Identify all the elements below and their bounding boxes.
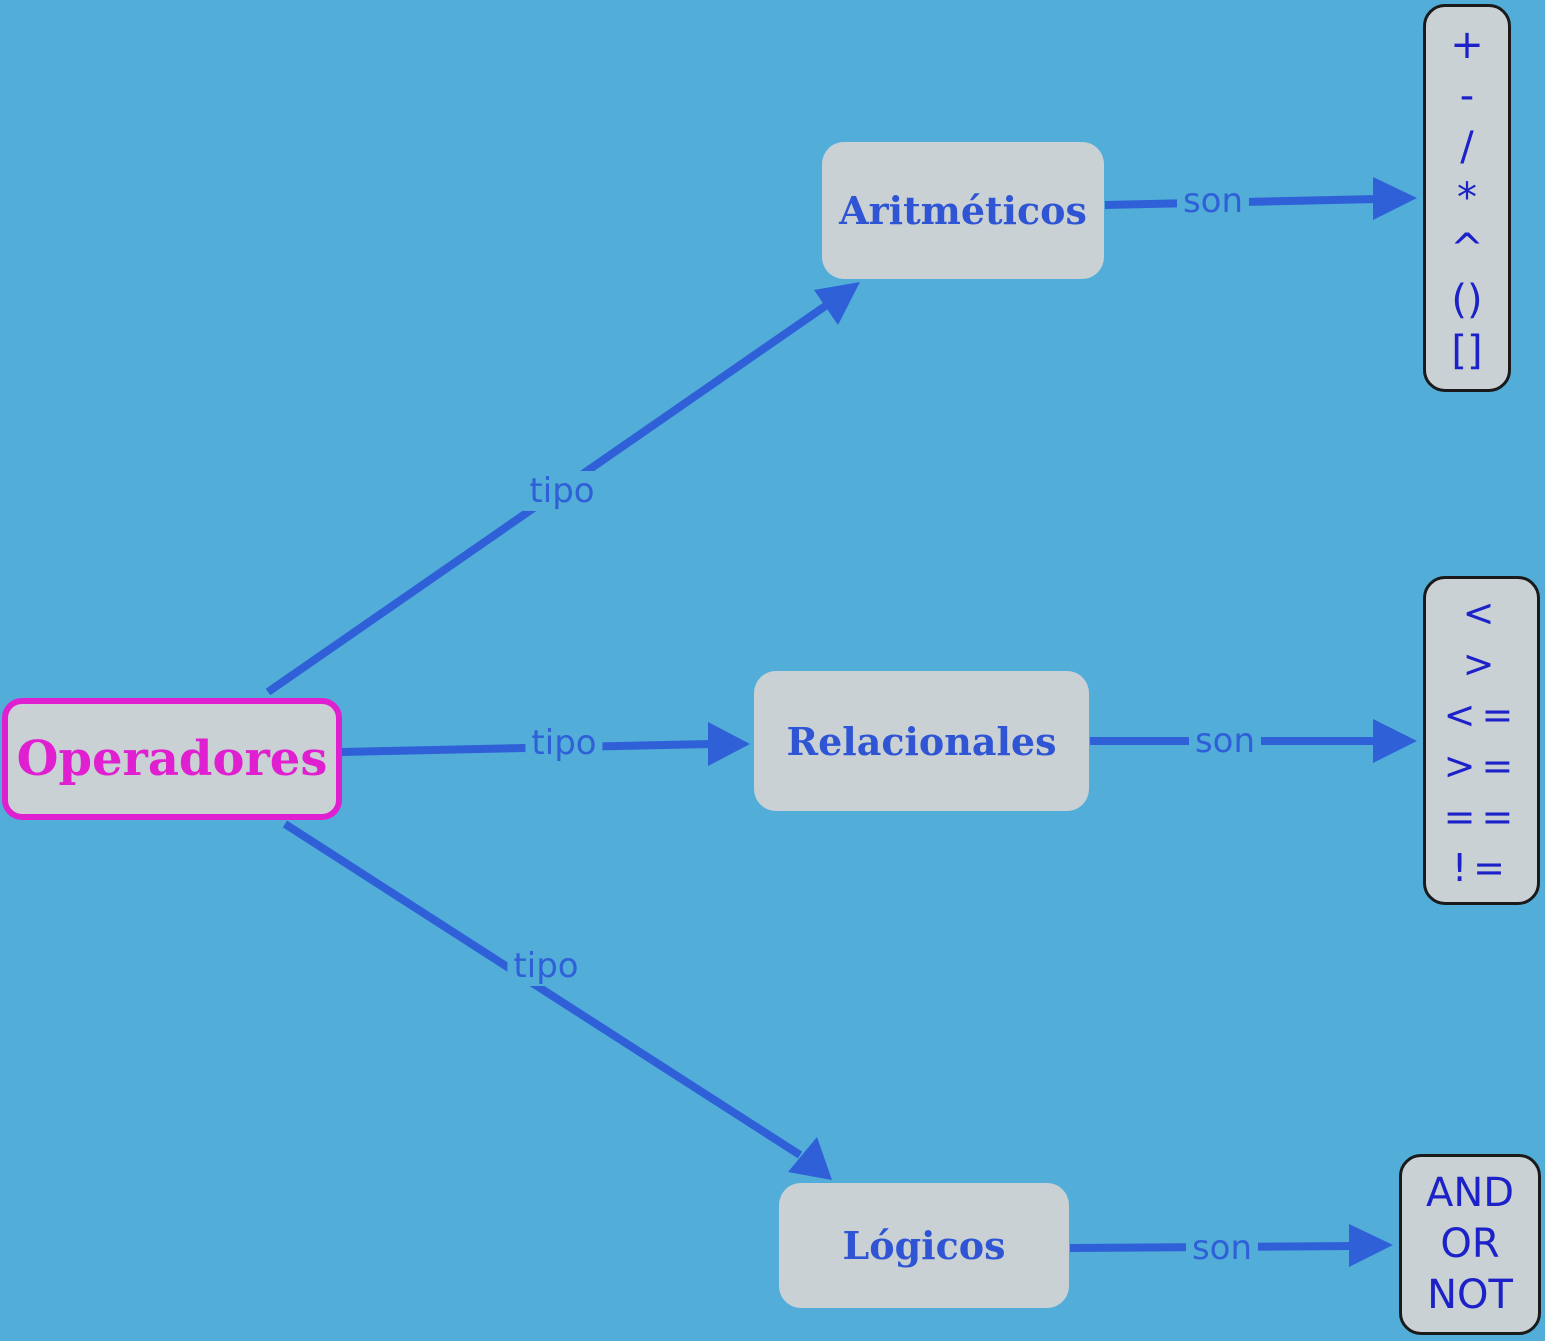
arrowhead-log-list <box>1349 1224 1393 1267</box>
list-item: + <box>1450 21 1484 68</box>
list-item: ^ <box>1450 225 1484 272</box>
node-relacionales[interactable]: Relacionales <box>754 671 1089 811</box>
node-relacionales-label: Relacionales <box>786 718 1057 764</box>
list-item: / <box>1460 123 1474 170</box>
edge-label-son-rel: son <box>1188 721 1262 761</box>
list-item: < <box>1462 590 1501 635</box>
list-item: > <box>1462 641 1501 686</box>
list-relacionales[interactable]: < > <= >= == != <box>1423 576 1540 905</box>
list-item: >= <box>1443 743 1520 788</box>
arrowhead-rel-list <box>1373 719 1417 763</box>
arrowhead-arit-list <box>1373 177 1417 220</box>
list-item: [] <box>1451 327 1483 374</box>
list-item: - <box>1459 72 1475 119</box>
node-logicos-label: Lógicos <box>842 1223 1006 1268</box>
list-item: * <box>1457 174 1477 221</box>
node-operadores[interactable]: Operadores <box>2 698 342 820</box>
arrowhead-arit <box>814 282 860 325</box>
edge-label-tipo-log: tipo <box>507 946 585 986</box>
node-operadores-label: Operadores <box>16 731 328 787</box>
list-item: != <box>1451 845 1512 890</box>
list-item: OR <box>1440 1221 1500 1267</box>
list-item: == <box>1443 794 1520 839</box>
edge-label-son-log: son <box>1185 1228 1259 1268</box>
list-logicos[interactable]: AND OR NOT <box>1399 1154 1541 1335</box>
list-item: NOT <box>1427 1272 1513 1318</box>
list-aritmeticos[interactable]: + - / * ^ () [] <box>1423 4 1511 392</box>
list-item: <= <box>1443 692 1520 737</box>
list-item: () <box>1451 276 1483 323</box>
list-item: AND <box>1425 1170 1515 1216</box>
node-logicos[interactable]: Lógicos <box>779 1183 1069 1308</box>
edge-label-son-arit: son <box>1176 181 1250 221</box>
edge-root-log <box>282 820 803 1159</box>
edge-label-tipo-rel: tipo <box>525 723 603 763</box>
arrowhead-rel <box>708 722 750 766</box>
arrowhead-log <box>788 1137 832 1180</box>
edge-label-tipo-arit: tipo <box>523 471 601 511</box>
node-aritmeticos-label: Aritméticos <box>839 188 1087 233</box>
node-aritmeticos[interactable]: Aritméticos <box>822 142 1104 279</box>
